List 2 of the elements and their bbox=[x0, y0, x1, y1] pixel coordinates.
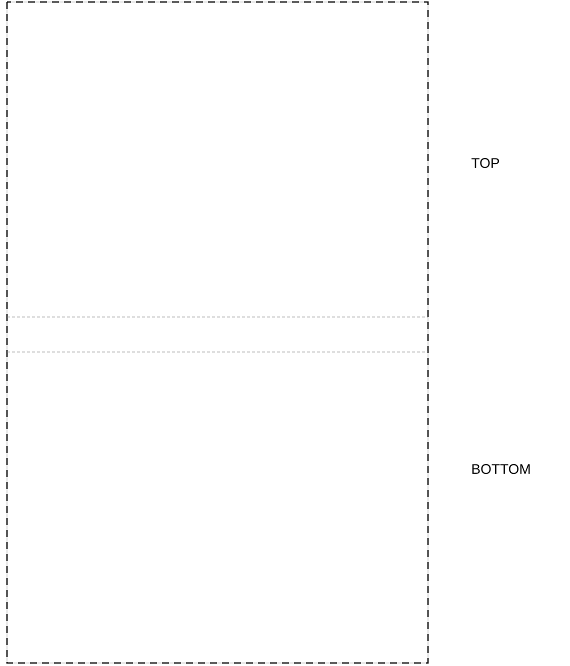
side-label: TOP bbox=[472, 158, 499, 168]
side-label: BOTTOM bbox=[472, 464, 530, 474]
